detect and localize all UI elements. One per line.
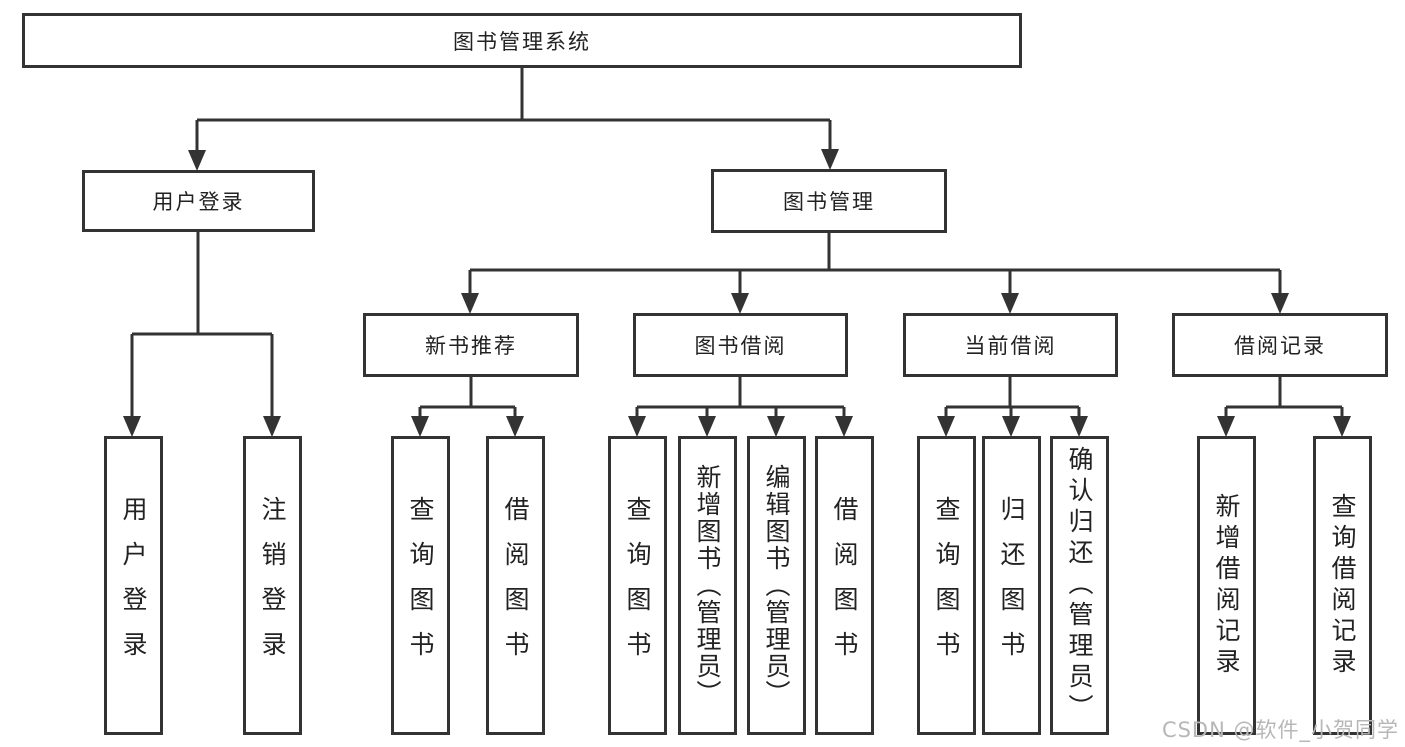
node-book-management: 图书管理 [711,169,947,233]
leaf-borrow-books-label: 借阅图书 [830,495,859,676]
connector-new-book [418,377,517,418]
leaf-add-borrow-record: 新增借阅记录 [1197,436,1256,735]
leaf-query-books-recommend: 查询图书 [391,436,450,735]
leaf-add-book-admin: 新增图书（管理员） [678,436,737,735]
node-current-borrow: 当前借阅 [903,313,1118,377]
leaf-query-books-borrow: 查询图书 [608,436,667,735]
connector-book-borrow [635,377,846,418]
arrowhead [767,416,785,437]
leaf-borrow-books-recommend-label: 借阅图书 [501,495,530,676]
arrowhead [821,149,839,170]
leaf-add-borrow-record-label: 新增借阅记录 [1212,492,1241,679]
connector-current-borrow [944,377,1081,418]
arrowhead [731,293,749,314]
node-book-borrow: 图书借阅 [633,313,848,377]
arrowhead [1271,293,1289,314]
node-current-borrow-label: 当前借阅 [964,334,1057,358]
arrowhead [1217,416,1235,437]
arrowhead [188,150,206,171]
node-book-borrow-label: 图书借阅 [694,334,787,358]
arrowhead [1070,416,1088,437]
arrowhead [628,416,646,437]
arrowhead [1002,416,1020,437]
leaf-query-books-current: 查询图书 [917,436,976,735]
leaf-return-books-label: 归还图书 [997,495,1026,676]
leaf-edit-book-admin-label: 编辑图书（管理员） [762,464,791,707]
leaf-confirm-return-admin-label: 确认归还（管理员） [1065,446,1094,725]
leaf-query-books-borrow-label: 查询图书 [623,495,652,676]
node-borrow-record-label: 借阅记录 [1234,334,1326,358]
watermark: CSDN @软件_小贺同学 [1161,718,1399,742]
leaf-query-borrow-record-label: 查询借阅记录 [1328,492,1357,679]
arrowheads [123,149,1351,437]
arrowhead [1333,416,1351,437]
connector-user-login [130,232,274,418]
node-new-book-recommend-label: 新书推荐 [425,334,517,358]
arrowhead [123,416,141,437]
leaf-user-login: 用户登录 [104,436,163,735]
node-root-label: 图书管理系统 [453,29,591,54]
arrowhead [263,416,281,437]
node-user-login-label: 用户登录 [152,190,245,214]
leaf-query-books-current-label: 查询图书 [932,495,961,676]
node-book-management-label: 图书管理 [783,190,875,214]
arrowhead [506,416,524,437]
leaf-query-borrow-record: 查询借阅记录 [1313,436,1372,735]
leaf-confirm-return-admin: 确认归还（管理员） [1050,436,1109,735]
leaf-logout: 注销登录 [243,436,302,735]
leaf-edit-book-admin: 编辑图书（管理员） [747,436,806,735]
arrowhead [411,416,429,437]
leaf-borrow-books: 借阅图书 [815,436,874,735]
node-user-login: 用户登录 [82,170,315,232]
arrowhead [698,416,716,437]
node-borrow-record: 借阅记录 [1172,313,1388,377]
arrowhead [835,416,853,437]
arrowhead [937,416,955,437]
leaf-borrow-books-recommend: 借阅图书 [486,436,545,735]
node-new-book-recommend: 新书推荐 [363,313,579,377]
arrowhead [1001,293,1019,314]
leaf-return-books: 归还图书 [982,436,1041,735]
connector-book-management [468,233,1282,295]
connector-root [195,68,832,151]
leaf-user-login-label: 用户登录 [119,495,148,676]
arrowhead [461,293,479,314]
connector-borrow-record [1224,377,1344,418]
leaf-query-books-recommend-label: 查询图书 [406,495,435,676]
leaf-add-book-admin-label: 新增图书（管理员） [693,464,722,707]
leaf-logout-label: 注销登录 [258,495,287,676]
node-root: 图书管理系统 [22,13,1022,68]
